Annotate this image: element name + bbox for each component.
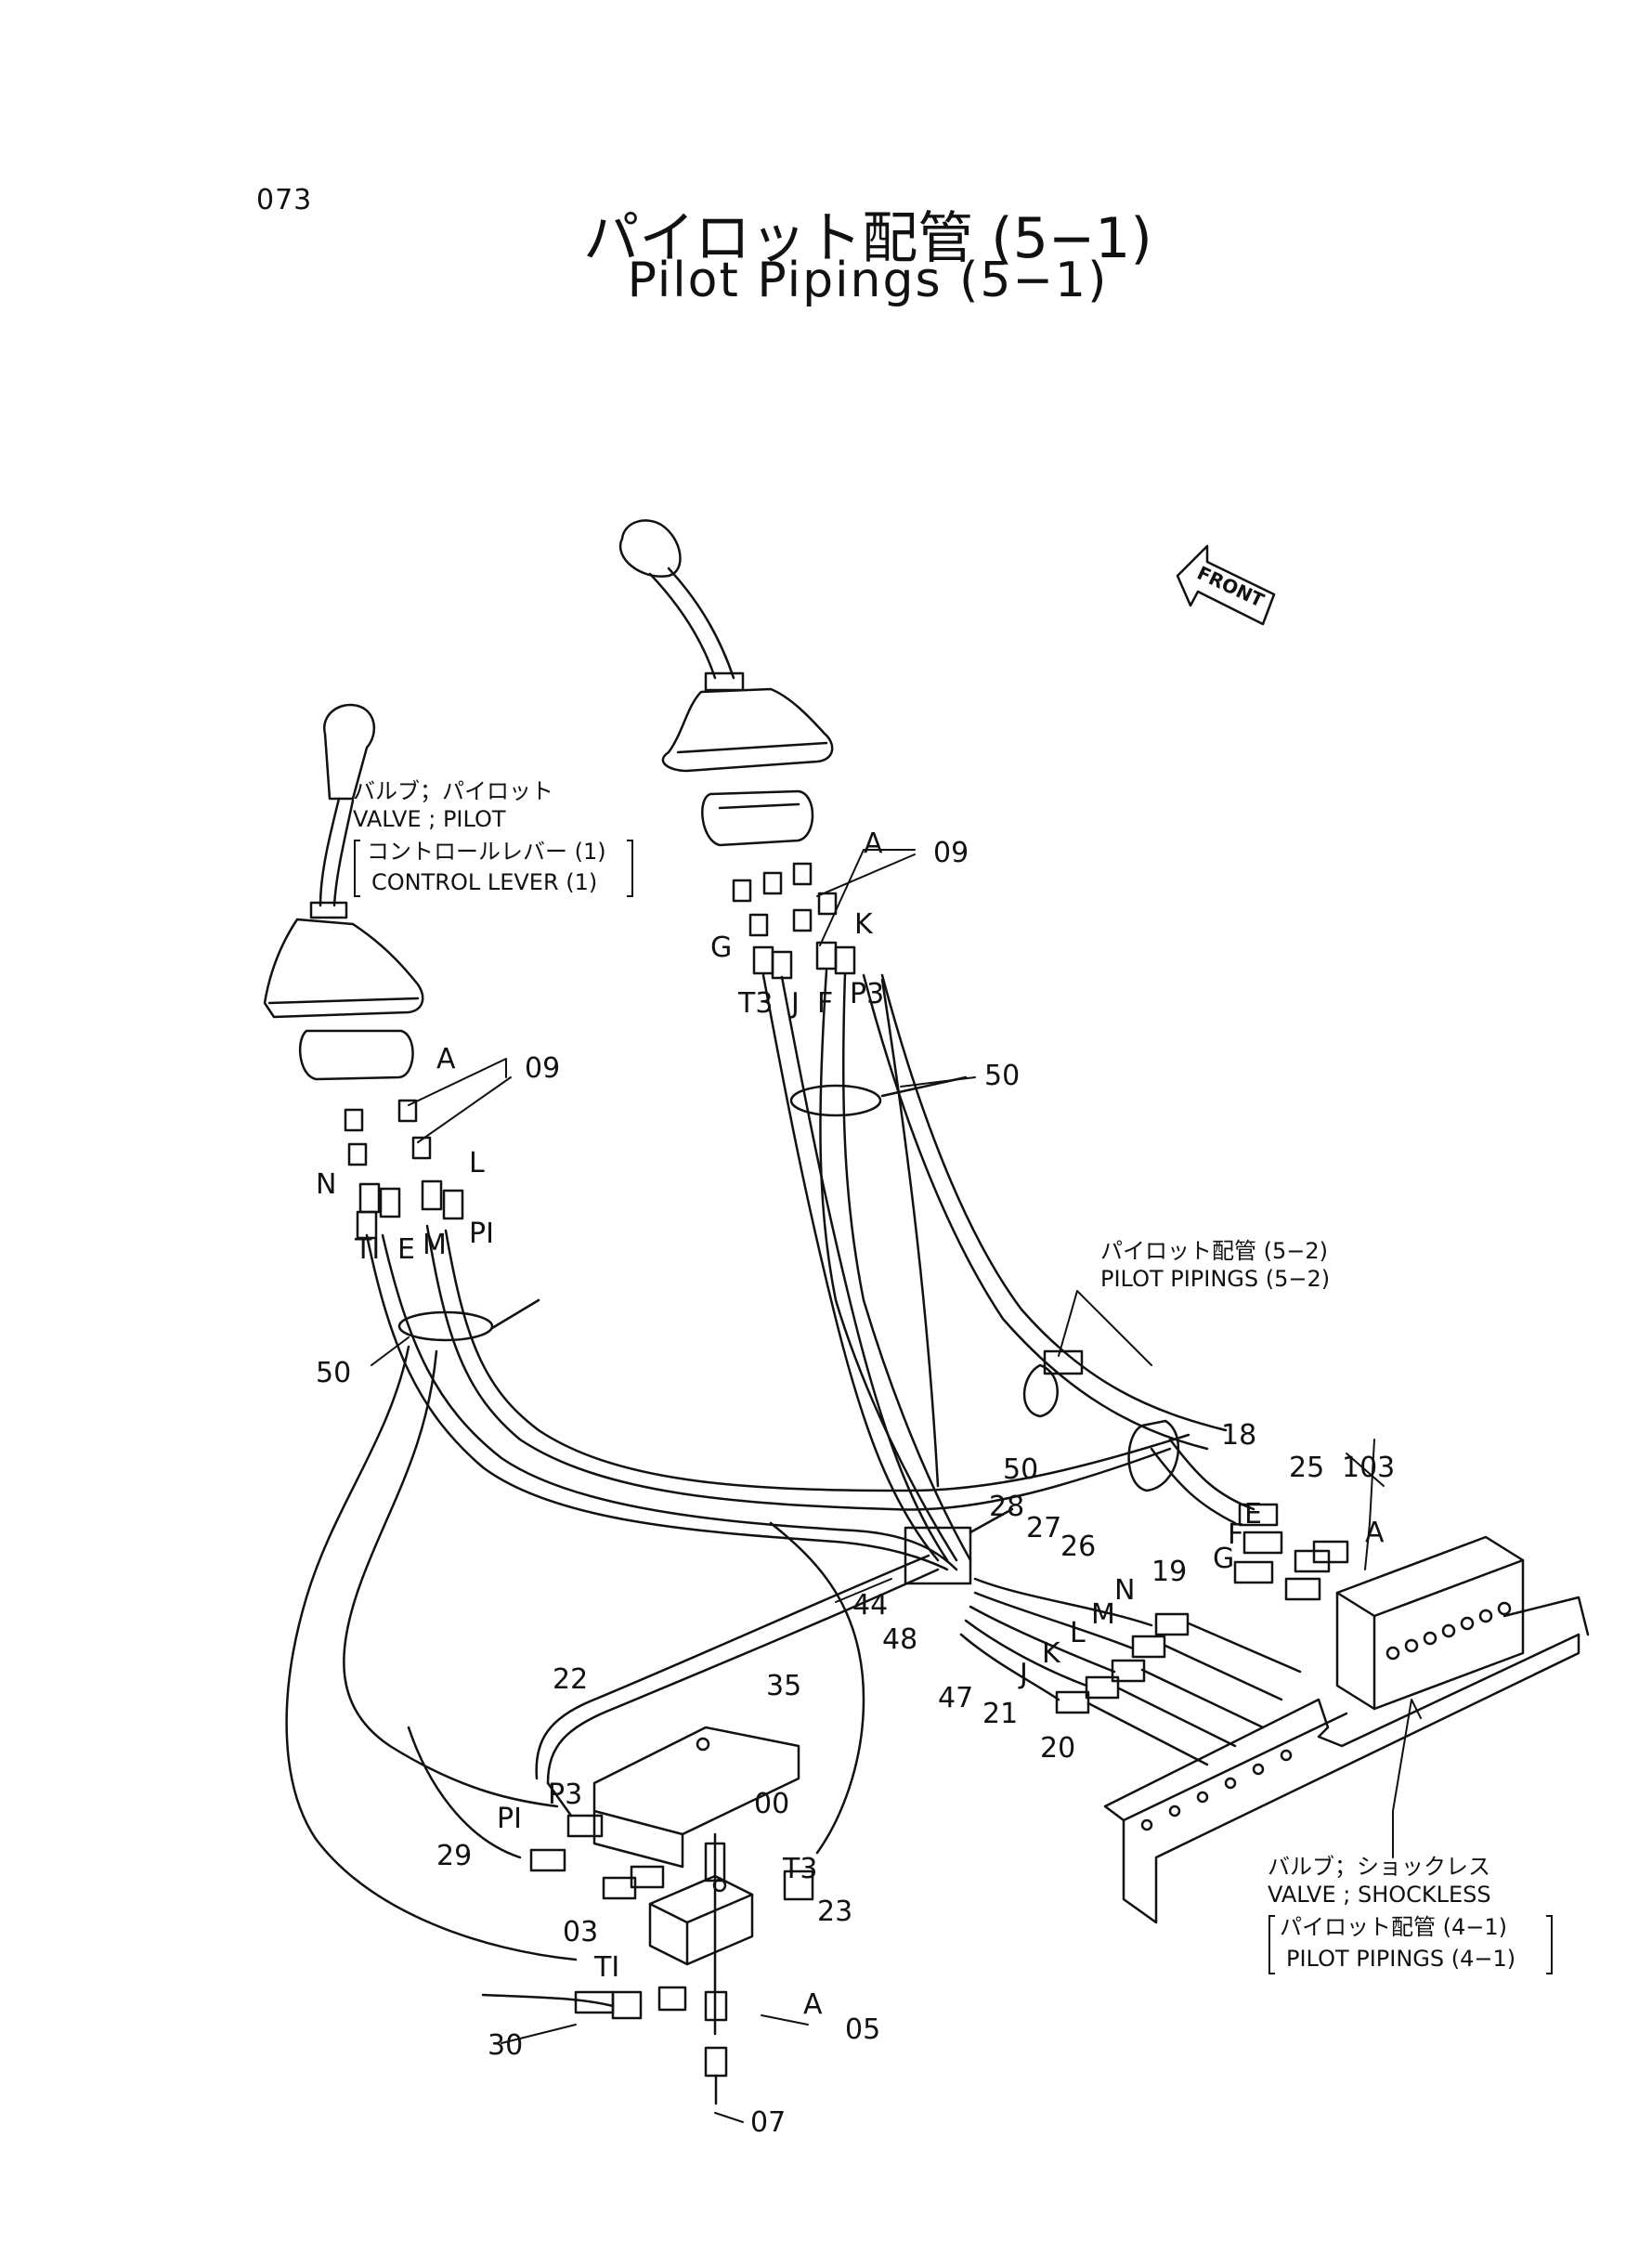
note-shockless-en: VALVE ; SHOCKLESS: [1268, 1882, 1491, 1908]
clamps-5-2: [1022, 1349, 1180, 1492]
callout-22: 22: [553, 1663, 588, 1696]
callout-26: 26: [1060, 1531, 1096, 1563]
callout-T3-valve: T3: [782, 1853, 817, 1885]
callout-A-valve: A: [803, 1988, 823, 2021]
title-english: Pilot Pipings (5−1): [627, 253, 1109, 308]
callout-03: 03: [563, 1916, 598, 1948]
callout-A-right-lever: A: [864, 827, 883, 860]
note-valve-pilot-en: VALVE ; PILOT: [353, 806, 506, 832]
callout-35: 35: [766, 1670, 801, 1702]
bracket-rail: [1103, 1633, 1580, 1924]
callout-G-right: G: [1213, 1543, 1234, 1575]
callout-F-right: F: [1228, 1518, 1243, 1551]
callout-K: K: [854, 908, 874, 941]
note-valve-shockless: バルブ；ショックレス VALVE ; SHOCKLESS パイロット配管 (4−…: [1268, 1854, 1553, 1974]
callout-L-left: L: [469, 1147, 485, 1179]
note-valve-pilot-sub-jp: コントロールレバー (1): [367, 839, 606, 865]
note-shockless-sub-en: PILOT PIPINGS (4−1): [1286, 1946, 1515, 1972]
leader-lines: [371, 849, 1422, 2123]
note-shockless-jp: バルブ；ショックレス: [1268, 1854, 1490, 1880]
callout-50-left: 50: [316, 1357, 351, 1389]
callout-27: 27: [1026, 1512, 1061, 1544]
callout-J-top: J: [789, 987, 800, 1020]
callout-07: 07: [750, 2106, 786, 2139]
callout-N-left: N: [316, 1168, 336, 1201]
callout-09-right: 09: [933, 837, 969, 869]
callout-M-left: M: [423, 1229, 447, 1261]
callout-25: 25: [1289, 1452, 1324, 1484]
callout-G-top: G: [710, 932, 732, 964]
note-shockless-sub-jp: パイロット配管 (4−1): [1280, 1914, 1507, 1940]
note-5-2-en: PILOT PIPINGS (5−2): [1100, 1266, 1330, 1292]
middle-hoses: [959, 1577, 1302, 1766]
callout-A-left-lever: A: [436, 1043, 456, 1075]
clamp-50-mid: [904, 1507, 1014, 1585]
callout-00: 00: [754, 1788, 789, 1820]
shockless-valve-block: [1335, 1535, 1590, 1711]
callout-A-right: A: [1365, 1517, 1385, 1549]
callout-05: 05: [845, 2013, 880, 2046]
right-control-lever: [618, 519, 834, 847]
bracket-35: [592, 1726, 800, 1869]
right-side-hoses: [1150, 1438, 1349, 1601]
callout-50-top: 50: [984, 1060, 1020, 1092]
clamp-50-left: [397, 1298, 540, 1342]
callout-P1-left: PI: [469, 1218, 494, 1250]
clamp-50-top: [789, 1075, 968, 1117]
valve-body-00: [648, 1832, 754, 2105]
note-valve-pilot: バルブ；パイロット VALVE ; PILOT コントロールレバー (1) CO…: [353, 778, 633, 897]
callout-J-mid: J: [1018, 1658, 1028, 1690]
note-pilot-pipings-5-2: パイロット配管 (5−2) PILOT PIPINGS (5−2): [1100, 1238, 1330, 1292]
callout-28: 28: [989, 1491, 1024, 1523]
front-label: FRONT: [1194, 562, 1268, 612]
callout-09-left: 09: [525, 1052, 560, 1085]
valve-fittings: [529, 1521, 865, 2020]
callout-19: 19: [1151, 1556, 1187, 1588]
callouts: A 09 K G T3 J F P3 50 A 09 N L TI E M PI…: [316, 827, 1395, 2139]
callout-29: 29: [436, 1840, 472, 1872]
note-valve-pilot-sub-en: CONTROL LEVER (1): [371, 869, 597, 895]
callout-18: 18: [1221, 1419, 1256, 1452]
callout-30: 30: [488, 2029, 523, 2062]
callout-P3-valve: P3: [548, 1778, 582, 1811]
callout-N-mid: N: [1114, 1574, 1135, 1607]
callout-103: 103: [1342, 1452, 1395, 1484]
title-japanese: パイロット配管 (5−1): [583, 206, 1152, 271]
left-lever-fittings: [344, 1099, 464, 1240]
page-number: 073: [256, 184, 313, 216]
right-lever-fittings: [732, 862, 856, 980]
callout-P1-valve: PI: [497, 1803, 522, 1835]
callout-48: 48: [882, 1623, 917, 1656]
callout-23: 23: [817, 1896, 852, 1928]
callout-20: 20: [1040, 1732, 1075, 1765]
callout-21: 21: [982, 1698, 1018, 1730]
callout-F-top: F: [817, 987, 833, 1020]
callout-T3-top: T3: [737, 987, 773, 1020]
left-control-lever: [263, 703, 424, 1081]
callout-E-left: E: [397, 1233, 415, 1266]
pipe-22: [535, 1554, 940, 1818]
callout-E-right: E: [1244, 1498, 1262, 1531]
front-arrow: [1176, 544, 1276, 626]
callout-50-mid: 50: [1003, 1453, 1038, 1486]
callout-K-mid: K: [1042, 1637, 1061, 1670]
callout-T1-valve: TI: [593, 1951, 619, 1984]
callout-44: 44: [852, 1589, 888, 1622]
right-lever-hoses: [761, 969, 1228, 1562]
callout-L-mid: L: [1070, 1617, 1086, 1649]
note-valve-pilot-jp: バルブ；パイロット: [353, 778, 553, 804]
left-lever-hoses: [285, 1224, 1190, 1961]
callout-P3-top: P3: [850, 978, 884, 1010]
note-5-2-jp: パイロット配管 (5−2): [1100, 1238, 1328, 1264]
callout-47: 47: [938, 1682, 973, 1714]
callout-T1-left: TI: [354, 1233, 380, 1266]
callout-M-mid: M: [1091, 1598, 1115, 1631]
hoses-29-30: [407, 1726, 615, 2014]
